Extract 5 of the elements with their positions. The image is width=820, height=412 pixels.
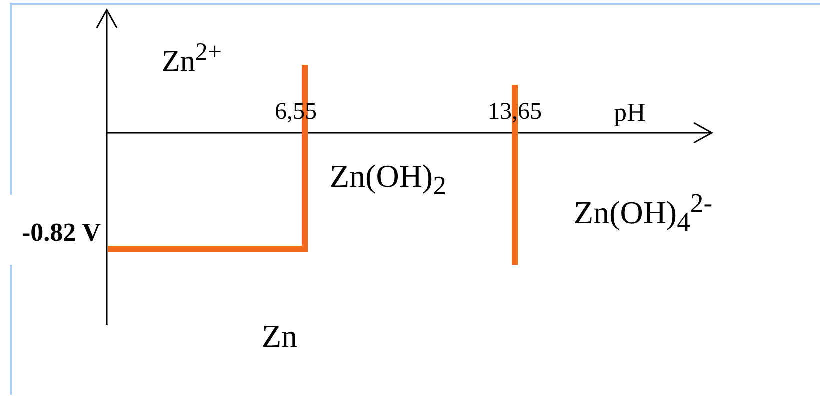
region-label: Zn$^{2+}$ — [162, 40, 222, 77]
region-label: Zn(OH)$_{2}$ — [330, 160, 446, 200]
region-label: Zn — [262, 320, 298, 352]
tick-label: -0.82 V — [22, 220, 101, 246]
axis-label: pH — [614, 100, 646, 126]
